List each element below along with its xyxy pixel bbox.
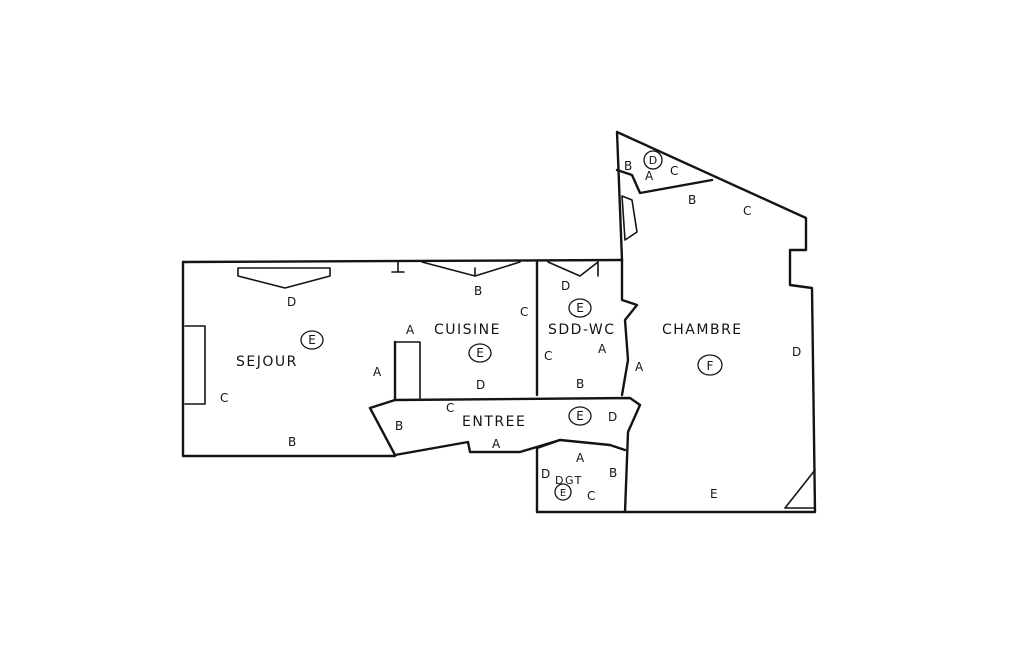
svg-text:E: E xyxy=(308,333,316,347)
wall-letter-dgt-left: D xyxy=(541,467,550,481)
wall-letter-sejour-top: D xyxy=(287,295,296,309)
wall-letter-cuisine-bottom: D xyxy=(476,378,485,392)
wall-letter-sdd-top: D xyxy=(561,279,570,293)
svg-text:E: E xyxy=(476,346,484,360)
wall-letter-chambre-top: C xyxy=(743,204,751,218)
room-label-chambre: CHAMBRE xyxy=(662,322,743,338)
wall-letter-sejour-left: C xyxy=(220,391,228,405)
room-label-entree: ENTREE xyxy=(462,414,526,430)
svg-text:F: F xyxy=(707,359,714,373)
svg-text:E: E xyxy=(576,409,584,423)
class-mark-closet: D xyxy=(643,150,663,170)
wall-letter-sejour-bottom: B xyxy=(288,435,296,449)
wall-letter-sdd-right: A xyxy=(598,342,607,356)
wall-letter-chambre-bottom: E xyxy=(710,487,718,501)
wall-letter-dgt-bottom: C xyxy=(587,489,595,503)
class-mark-sdd: E xyxy=(568,298,592,318)
room-label-cuisine: CUISINE xyxy=(434,322,501,338)
wall-letter-closet-left: B xyxy=(624,159,632,173)
wall-letter-entree-left: B xyxy=(395,419,403,433)
wall-letter-closet-right: C xyxy=(670,164,678,178)
room-label-sejour: SEJOUR xyxy=(236,354,298,370)
wall-letter-sdd-left: C xyxy=(544,349,552,363)
wall-letter-entree-top: C xyxy=(446,401,454,415)
outer-walls xyxy=(181,130,817,514)
svg-text:E: E xyxy=(576,301,584,315)
wall-letter-cuisine-right: C xyxy=(520,305,528,319)
wall-letters: D A B C B C D A D C A B A C D E B C A D … xyxy=(220,159,801,503)
wall-letter-closet-bottom: A xyxy=(645,169,654,183)
wall-letter-entree-right: D xyxy=(608,410,617,424)
wall-letter-dgt-top: A xyxy=(576,451,585,465)
wall-letter-entree-bottom: A xyxy=(492,437,501,451)
class-mark-dgt: E xyxy=(554,483,572,501)
wall-letter-closet-wall: B xyxy=(688,193,696,207)
interior-walls xyxy=(184,168,816,514)
class-mark-cuisine: E xyxy=(468,343,492,363)
class-mark-entree: E xyxy=(568,406,592,426)
wall-letter-chambre-left: A xyxy=(635,360,644,374)
svg-text:D: D xyxy=(649,154,657,167)
svg-text:E: E xyxy=(560,488,566,499)
room-label-sdd: SDD-WC xyxy=(548,322,616,338)
wall-letter-dgt-right: B xyxy=(609,466,617,480)
wall-letter-sdd-bottom: B xyxy=(576,377,584,391)
class-mark-sejour: E xyxy=(300,330,324,350)
wall-letter-cuisine-top: B xyxy=(474,284,482,298)
class-mark-chambre: F xyxy=(697,354,723,376)
wall-letter-sejour-right: A xyxy=(373,365,382,379)
wall-letter-cuisine-left: A xyxy=(406,323,415,337)
wall-letter-chambre-right: D xyxy=(792,345,801,359)
